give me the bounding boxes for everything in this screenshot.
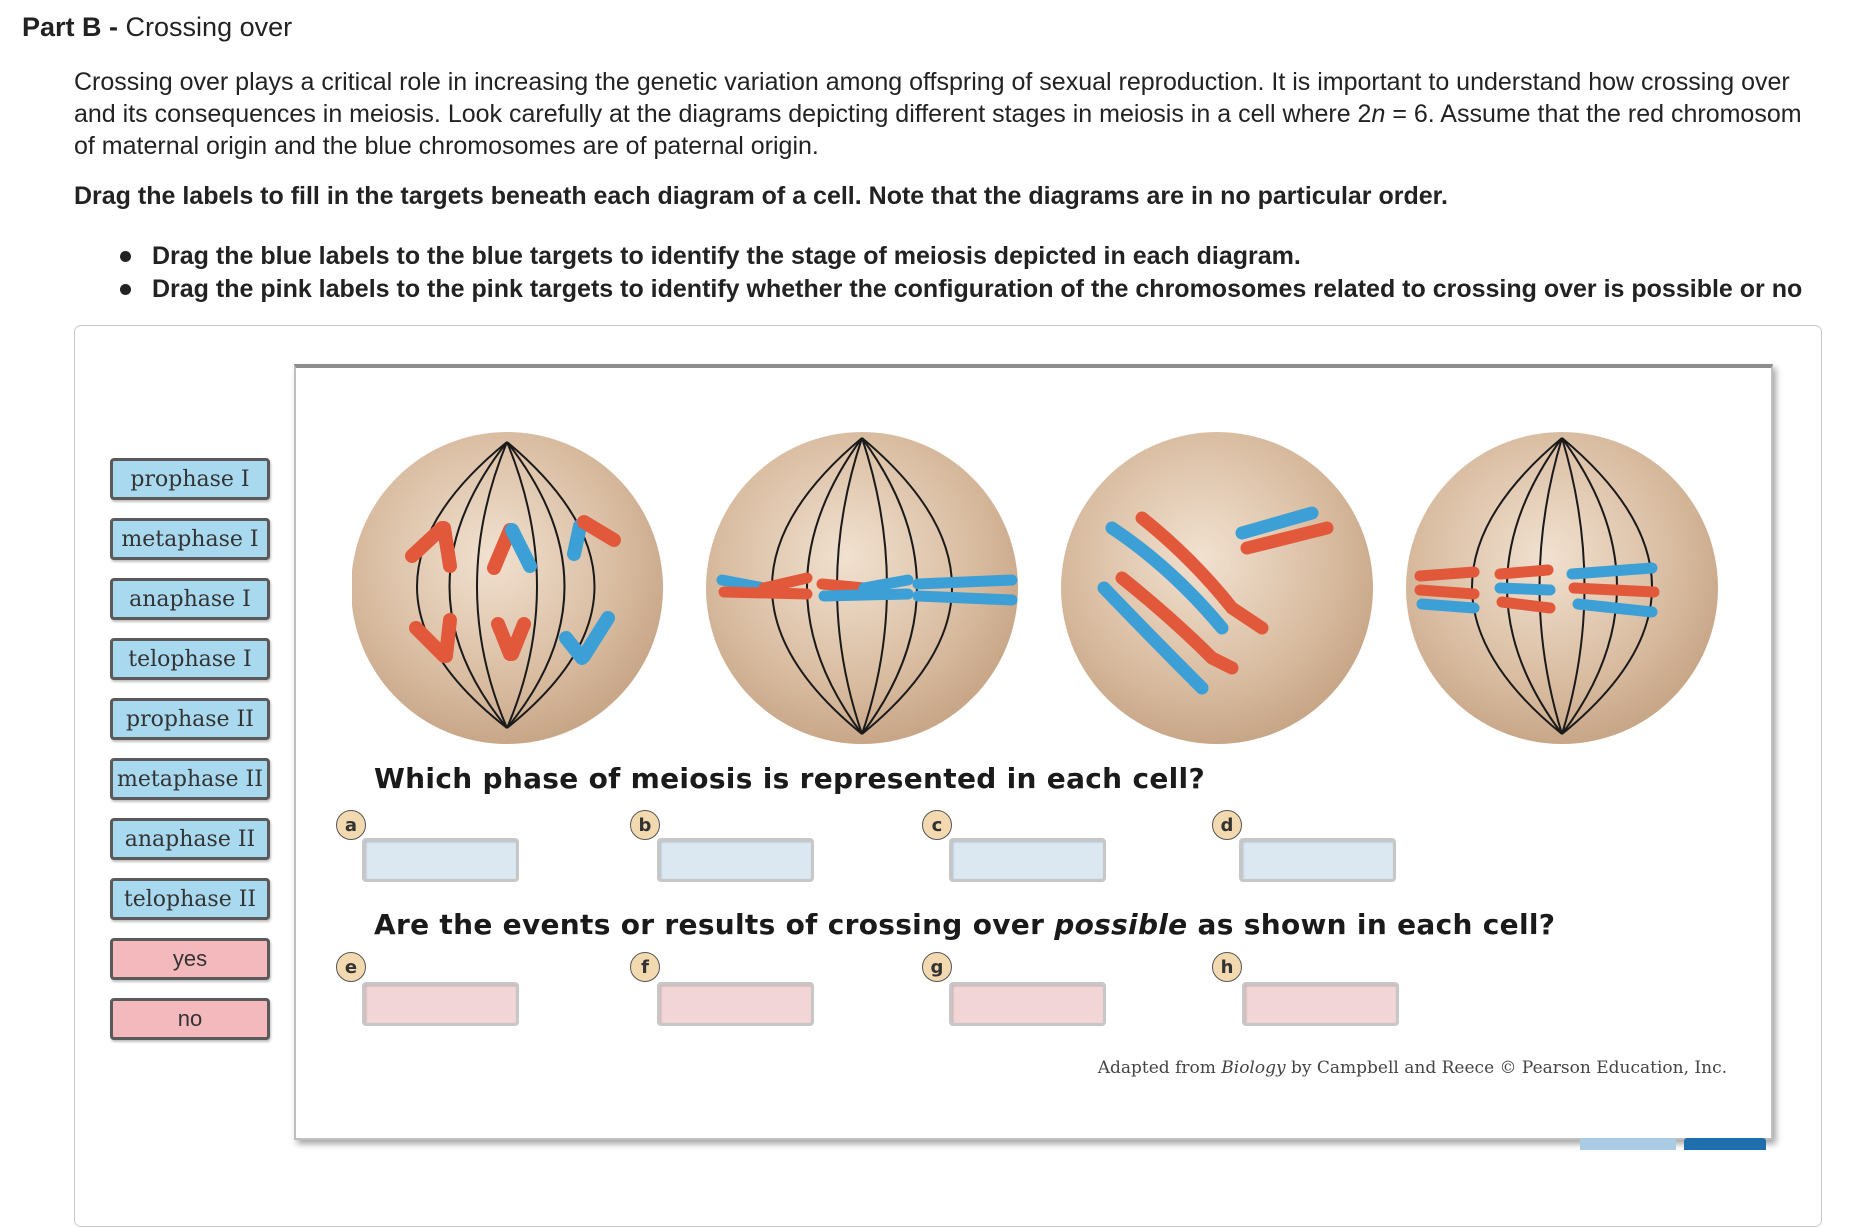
drop-target-d[interactable] [1239,838,1396,882]
question-possible-b: as shown in each cell? [1187,908,1556,941]
question-possible: Are the events or results of crossing ov… [374,908,1555,941]
intro-line-1: Crossing over plays a critical role in i… [74,68,1790,96]
label-anaphase-i[interactable]: anaphase I [110,578,270,620]
question-possible-a: Are the events or results of crossing ov… [374,908,1055,941]
instruction-bullets: Drag the blue labels to the blue targets… [118,240,1802,306]
bullet-item: Drag the blue labels to the blue targets… [118,240,1802,273]
badge-c: c [922,810,952,840]
intro-line-2: and its consequences in meiosis. Look ca… [74,98,1866,130]
badge-e: e [336,952,366,982]
drop-target-b[interactable] [657,838,814,882]
part-title: Part B - Crossing over [22,12,292,43]
intro-line-3: of maternal origin and the blue chromoso… [74,132,819,160]
credit-book: Biology [1221,1058,1286,1078]
bullet-dot-icon [120,251,131,262]
diagram-panel: Which phase of meiosis is represented in… [294,364,1773,1140]
bullet-text: Drag the pink labels to the pink targets… [152,275,1803,303]
label-metaphase-i[interactable]: metaphase I [110,518,270,560]
bullet-item: Drag the pink labels to the pink targets… [118,273,1802,306]
help-button[interactable] [1684,1138,1766,1150]
drop-target-e[interactable] [362,982,519,1026]
drop-target-a[interactable] [362,838,519,882]
bullet-text: Drag the blue labels to the blue targets… [152,242,1301,270]
reset-button[interactable] [1580,1138,1676,1150]
drop-target-f[interactable] [657,982,814,1026]
image-credit: Adapted from Biology by Campbell and Ree… [1098,1058,1727,1078]
label-prophase-i[interactable]: prophase I [110,458,270,500]
cell-c-diagram [1061,432,1373,744]
intro-line-2-b: = 6. Assume that the red chromosom [1385,100,1802,128]
credit-b: by Campbell and Reece © Pearson Educatio… [1285,1058,1727,1078]
intro-paragraph: Crossing over plays a critical role in i… [74,66,1866,162]
cell-d-diagram [1406,432,1718,744]
part-title-text: Crossing over [125,12,293,42]
label-yes[interactable]: yes [110,938,270,980]
label-telophase-i[interactable]: telophase I [110,638,270,680]
label-prophase-ii[interactable]: prophase II [110,698,270,740]
cell-b-diagram [706,432,1018,744]
label-anaphase-ii[interactable]: anaphase II [110,818,270,860]
drop-target-h[interactable] [1242,982,1399,1026]
drop-target-c[interactable] [949,838,1106,882]
badge-h: h [1212,952,1242,982]
credit-a: Adapted from [1097,1058,1222,1078]
question-phase: Which phase of meiosis is represented in… [374,762,1205,795]
label-telophase-ii[interactable]: telophase II [110,878,270,920]
label-no[interactable]: no [110,998,270,1040]
instruction-text: Drag the labels to fill in the targets b… [74,182,1448,210]
badge-g: g [922,952,952,982]
question-possible-em: possible [1054,908,1188,941]
badge-b: b [630,810,660,840]
cell-a-diagram [352,432,663,744]
meiosis-cell-diagrams [352,432,1718,744]
drop-target-g[interactable] [949,982,1106,1026]
label-metaphase-ii[interactable]: metaphase II [110,758,270,800]
intro-line-2-n: n [1371,100,1386,128]
part-number: Part B - [22,12,119,42]
badge-a: a [336,810,366,840]
badge-d: d [1212,810,1242,840]
bullet-dot-icon [120,284,131,295]
badge-f: f [630,952,660,982]
intro-line-2-a: and its consequences in meiosis. Look ca… [74,100,1372,128]
